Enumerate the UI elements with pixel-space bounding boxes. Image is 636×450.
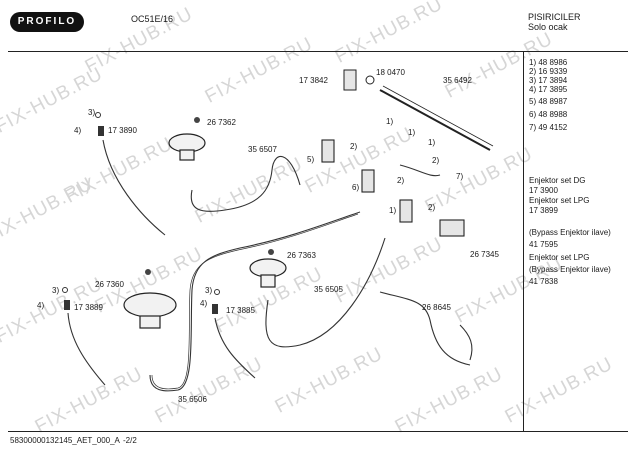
label-180470: 18 0470 xyxy=(376,68,405,77)
label-267360: 26 7360 xyxy=(95,280,124,289)
legend-item: 2) 16 9339 xyxy=(529,67,568,76)
label-268645: 26 8645 xyxy=(422,303,451,312)
gasket-180470 xyxy=(365,75,375,85)
callout-2: 2) xyxy=(428,203,436,212)
label-356506: 35 6506 xyxy=(178,395,207,404)
model-number: OC51E/16 xyxy=(131,14,174,24)
label-356505: 35 6505 xyxy=(314,285,343,294)
gas-pipe-356506 xyxy=(149,211,361,392)
callout-7: 7) xyxy=(456,172,464,181)
callout-6: 6) xyxy=(352,183,360,192)
legend-item: Enjektor set LPG xyxy=(529,196,590,205)
legend-item: 7) 49 4152 xyxy=(529,123,568,132)
page-number: -2/2 xyxy=(123,436,137,445)
legend-divider xyxy=(523,51,524,431)
header-divider xyxy=(8,51,628,52)
legend-item: 17 3900 xyxy=(529,186,558,195)
label-173842: 17 3842 xyxy=(299,76,328,85)
label-173885: 17 3885 xyxy=(226,306,255,315)
label-173890: 17 3890 xyxy=(108,126,137,135)
callout-4: 4) xyxy=(200,299,208,308)
brand-logo: PROFILO xyxy=(10,12,84,32)
legend-item: (Bypass Enjektor ilave) xyxy=(529,228,611,237)
callout-4: 4) xyxy=(37,301,45,310)
callout-1: 1) xyxy=(428,138,436,147)
spark-plug-173885 xyxy=(212,304,218,314)
spark-plug-173889 xyxy=(64,300,70,310)
ignition-module-267345 xyxy=(439,219,465,237)
thermocouple-wire-173890 xyxy=(102,139,166,236)
legend-item: 4) 17 3895 xyxy=(529,85,568,94)
burner-cup-267363 xyxy=(249,258,287,278)
gas-rail-356492 xyxy=(379,89,491,151)
legend-item: Enjektor set LPG xyxy=(529,253,590,262)
burner-cup-267360 xyxy=(123,292,177,318)
callout-5: 5) xyxy=(307,155,315,164)
legend-item: (Bypass Enjektor ilave) xyxy=(529,265,611,274)
thermocouple-wire-173885 xyxy=(214,317,256,379)
ignition-cable-268645 xyxy=(379,291,471,366)
callout-2: 2) xyxy=(350,142,358,151)
callout-2: 2) xyxy=(432,156,440,165)
callout-1: 1) xyxy=(408,128,416,137)
callout-1: 1) xyxy=(386,117,394,126)
callout-2: 2) xyxy=(397,176,405,185)
footer-divider xyxy=(8,431,628,432)
callout-3: 3) xyxy=(52,286,60,295)
legend-item: 6) 48 8988 xyxy=(529,110,568,119)
legend-item: Enjektor set DG xyxy=(529,176,586,185)
legend-item: 1) 48 8986 xyxy=(529,58,568,67)
legend-item: 41 7838 xyxy=(529,277,558,286)
label-356507: 35 6507 xyxy=(248,145,277,154)
label-356492: 35 6492 xyxy=(443,76,472,85)
legend-item: 41 7595 xyxy=(529,240,558,249)
legend-item: 3) 17 3894 xyxy=(529,76,568,85)
callout-3: 3) xyxy=(205,286,213,295)
subcategory-title: Solo ocak xyxy=(528,22,568,32)
gas-valve-6 xyxy=(361,169,375,193)
label-267362: 26 7362 xyxy=(207,118,236,127)
label-173889: 17 3889 xyxy=(74,303,103,312)
category-title: PISIRICILER xyxy=(528,12,581,22)
inlet-elbow-173842 xyxy=(343,69,357,91)
gas-pipe-356505 xyxy=(265,237,386,348)
label-267345: 26 7345 xyxy=(470,250,499,259)
callout-1: 1) xyxy=(389,206,397,215)
thermocouple-wire-173889 xyxy=(67,312,106,386)
callout-3: 3) xyxy=(88,108,96,117)
gas-pipe-356507 xyxy=(190,155,301,212)
burner-cup-267362 xyxy=(168,133,206,153)
legend-item: 17 3899 xyxy=(529,206,558,215)
label-267363: 26 7363 xyxy=(287,251,316,260)
callout-4: 4) xyxy=(74,126,82,135)
gas-valve-1 xyxy=(399,199,413,223)
gas-valve-5 xyxy=(321,139,335,163)
spark-plug-173890 xyxy=(98,126,104,136)
legend-item: 5) 48 8987 xyxy=(529,97,568,106)
document-id: 58300000132145_AET_000_A xyxy=(10,436,120,445)
